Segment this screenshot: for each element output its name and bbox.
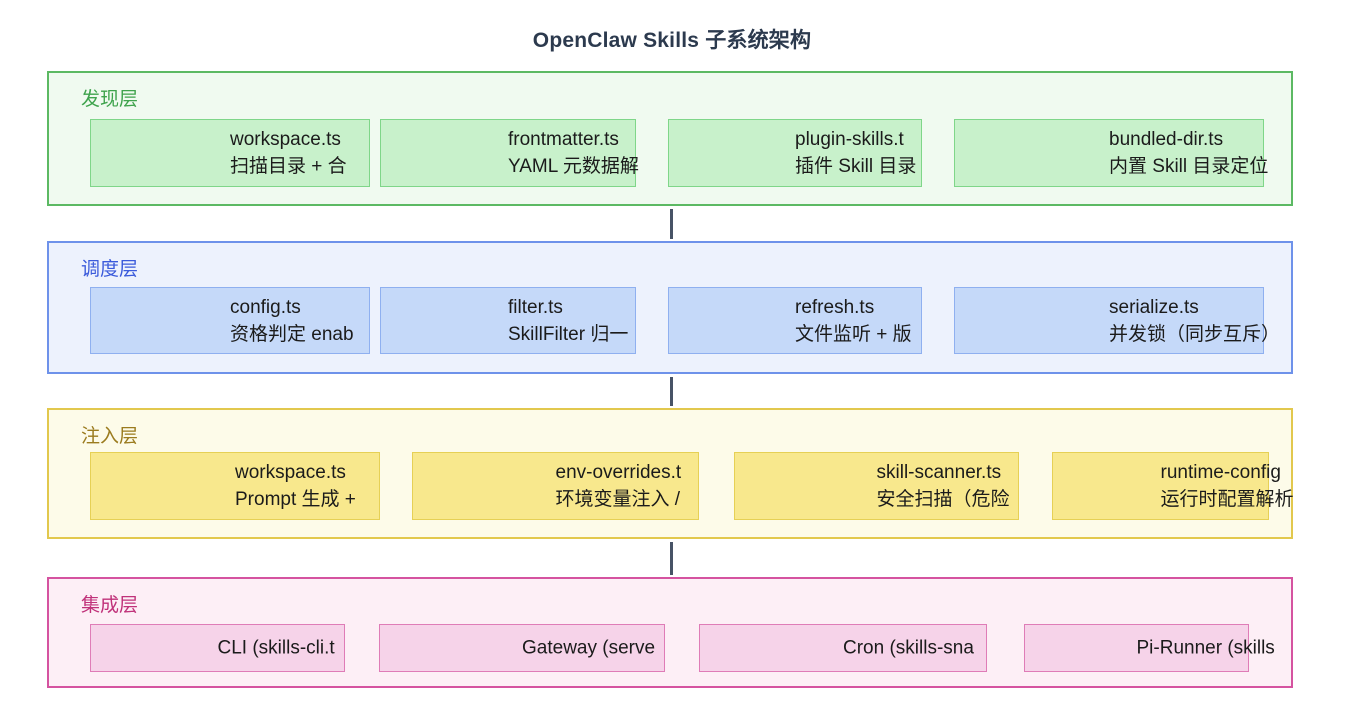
- node-runtime-config: runtime-config 运行时配置解析: [1052, 452, 1294, 520]
- node-frontmatter: frontmatter.ts YAML 元数据解: [380, 119, 639, 187]
- node-label: runtime-config 运行时配置解析: [1160, 462, 1294, 510]
- node-cron: Cron (skills-sna: [699, 624, 987, 672]
- layer-label: 调度层: [81, 259, 139, 280]
- node-label: Gateway (serve: [522, 637, 656, 659]
- connector-line: [670, 542, 673, 575]
- node-filter: filter.ts SkillFilter 归一: [380, 287, 636, 354]
- node-label: serialize.ts 并发锁（同步互斥）: [1109, 296, 1281, 345]
- node-label: config.ts 资格判定 enab: [230, 296, 354, 345]
- layer-discovery: 发现层 workspace.ts 扫描目录 + 合 frontmatter.ts…: [47, 71, 1293, 206]
- node-skill-scanner: skill-scanner.ts 安全扫描（危险: [734, 452, 1019, 520]
- node-label: bundled-dir.ts 内置 Skill 目录定位: [1109, 129, 1269, 177]
- node-pi-runner: Pi-Runner (skills: [1024, 624, 1275, 672]
- node-refresh: refresh.ts 文件监听 + 版: [668, 287, 922, 354]
- node-cli: CLI (skills-cli.t: [90, 624, 345, 672]
- node-label: workspace.ts 扫描目录 + 合: [230, 129, 347, 177]
- connector-line: [670, 377, 673, 406]
- node-label: plugin-skills.t 插件 Skill 目录: [795, 129, 917, 177]
- layer-injection: 注入层 workspace.ts Prompt 生成 + env-overrid…: [47, 408, 1294, 539]
- page-title: OpenClaw Skills 子系统架构: [532, 29, 812, 52]
- node-workspace-discovery: workspace.ts 扫描目录 + 合: [90, 119, 370, 187]
- connector-line: [670, 209, 673, 239]
- layer-label: 发现层: [81, 89, 139, 110]
- node-label: filter.ts SkillFilter 归一: [508, 296, 629, 345]
- node-label: Cron (skills-sna: [843, 637, 974, 659]
- node-label: env-overrides.t 环境变量注入 /: [555, 462, 682, 510]
- node-label: workspace.ts Prompt 生成 +: [235, 462, 356, 510]
- layer-label: 注入层: [81, 426, 139, 447]
- node-label: frontmatter.ts YAML 元数据解: [508, 129, 639, 177]
- node-label: CLI (skills-cli.t: [217, 637, 335, 659]
- node-config: config.ts 资格判定 enab: [90, 287, 370, 354]
- node-label: refresh.ts 文件监听 + 版: [795, 296, 912, 345]
- layer-integration: 集成层 CLI (skills-cli.t Gateway (serve Cro…: [47, 577, 1293, 688]
- node-serialize: serialize.ts 并发锁（同步互斥）: [954, 287, 1280, 354]
- node-label: Pi-Runner (skills: [1136, 637, 1275, 659]
- layer-scheduling: 调度层 config.ts 资格判定 enab filter.ts SkillF…: [47, 241, 1293, 374]
- node-env-overrides: env-overrides.t 环境变量注入 /: [412, 452, 699, 520]
- node-bundled-dir: bundled-dir.ts 内置 Skill 目录定位: [954, 119, 1268, 187]
- node-workspace-inject: workspace.ts Prompt 生成 +: [90, 452, 380, 520]
- node-label: skill-scanner.ts 安全扫描（危险: [876, 462, 1010, 510]
- layer-label: 集成层: [81, 595, 139, 616]
- node-plugin-skills: plugin-skills.t 插件 Skill 目录: [668, 119, 922, 187]
- node-gateway: Gateway (serve: [379, 624, 665, 672]
